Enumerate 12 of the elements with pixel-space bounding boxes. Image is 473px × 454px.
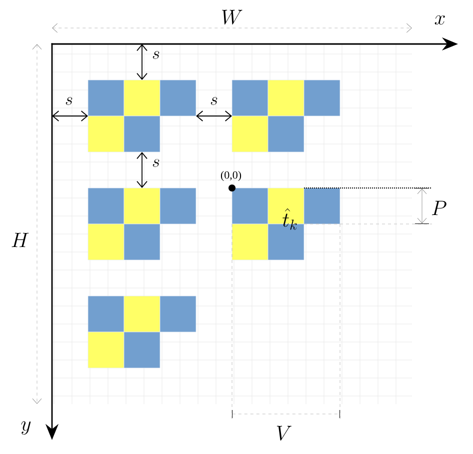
- dimension-label: $V$: [276, 426, 292, 441]
- coordinate-label: (0,0): [220, 171, 242, 181]
- dimension-label: $s$: [152, 51, 160, 59]
- tile-label: $\hat{t}_k$: [282, 208, 297, 230]
- dimension-label: $s$: [210, 97, 218, 105]
- dimension-label: $P$: [432, 200, 446, 216]
- axis-label: $y$: [21, 421, 31, 435]
- dimension-label: $s$: [152, 159, 160, 167]
- dimension-label: $s$: [66, 97, 72, 105]
- dimension-label: $H$: [12, 232, 29, 248]
- axis-label: $x$: [434, 15, 445, 25]
- dimension-label: $W$: [222, 10, 242, 25]
